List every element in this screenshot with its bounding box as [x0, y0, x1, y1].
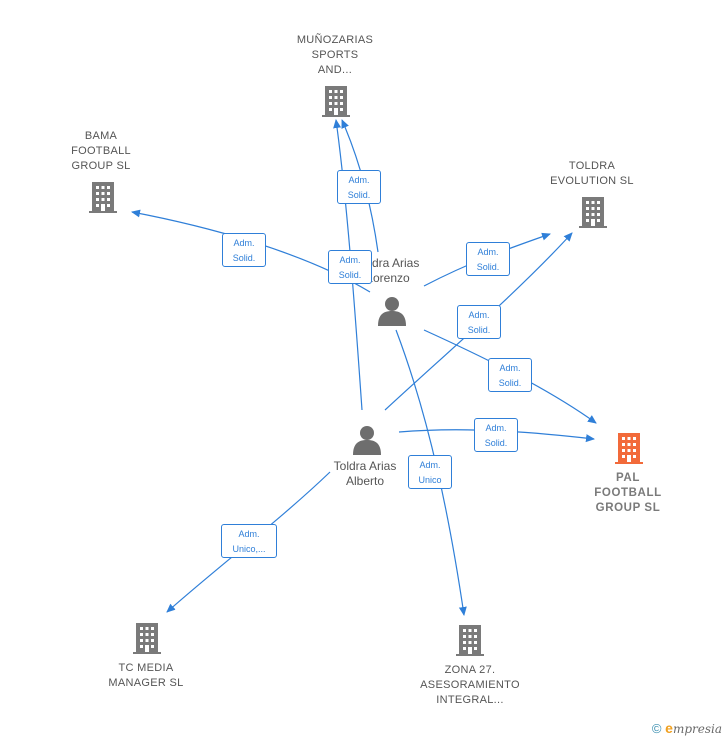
company-label-bama[interactable]: BAMA FOOTBALL GROUP SL [71, 130, 131, 172]
relation-label-line1: Adm. [238, 529, 260, 539]
building-icon-toldra-evolution[interactable] [579, 197, 607, 228]
relation-label-line1: Adm. [339, 255, 361, 265]
company-label-pal[interactable]: PAL FOOTBALL GROUP SL [594, 472, 662, 514]
building-icon-bama[interactable] [89, 182, 117, 213]
relation-label-line2: Solid. [498, 378, 522, 388]
relation-label: Adm. Solid. [466, 242, 510, 276]
relation-label-line1: Adm. [233, 238, 255, 248]
relation-label: Adm. Solid. [328, 250, 372, 284]
company-label-tc-media[interactable]: TC MEDIA MANAGER SL [108, 662, 184, 689]
person-icon-lorenzo[interactable] [378, 297, 406, 326]
copyright-symbol: © [651, 721, 662, 736]
company-label-munozarias[interactable]: MUÑOZARIAS SPORTS AND... [296, 34, 374, 76]
relation-label-line2: Solid. [338, 270, 362, 280]
brand-logo-initial: e [665, 720, 673, 736]
company-label-toldra-evolution[interactable]: TOLDRA EVOLUTION SL [550, 160, 634, 187]
building-icon-pal[interactable] [615, 433, 643, 464]
relation-label-line2: Solid. [347, 190, 371, 200]
relation-label-line1: Adm. [499, 363, 521, 373]
company-label-zona27[interactable]: ZONA 27. ASESORAMIENTO INTEGRAL... [420, 664, 520, 706]
person-label-alberto[interactable]: Toldra Arias Alberto [333, 459, 397, 488]
relation-label: Adm. Unico [408, 455, 452, 489]
relation-label-line2: Solid. [232, 253, 256, 263]
copyright-footer: © empresia [652, 720, 722, 736]
relation-label-line2: Solid. [467, 325, 491, 335]
relation-label-line1: Adm. [477, 247, 499, 257]
relation-label-line1: Adm. [419, 460, 441, 470]
building-icon-tc-media[interactable] [133, 623, 161, 654]
brand-logo-text: mpresia [672, 722, 722, 736]
relation-label-line1: Adm. [468, 310, 490, 320]
relation-label-line1: Adm. [485, 423, 507, 433]
relation-label-line2: Unico [418, 475, 442, 485]
relation-label: Adm. Solid. [337, 170, 381, 204]
relation-label-line2: Solid. [484, 438, 508, 448]
relation-label: Adm. Solid. [474, 418, 518, 452]
relation-label-line1: Adm. [348, 175, 370, 185]
person-icon-alberto[interactable] [353, 426, 381, 455]
relation-label: Adm. Solid. [457, 305, 501, 339]
building-icon-zona27[interactable] [456, 625, 484, 656]
relation-label: Adm. Solid. [222, 233, 266, 267]
relation-label: Adm. Solid. [488, 358, 532, 392]
building-icon-munozarias[interactable] [322, 86, 350, 117]
relation-label-line2: Unico,... [232, 544, 266, 554]
relation-label: Adm. Unico,... [221, 524, 277, 558]
relation-label-line2: Solid. [476, 262, 500, 272]
